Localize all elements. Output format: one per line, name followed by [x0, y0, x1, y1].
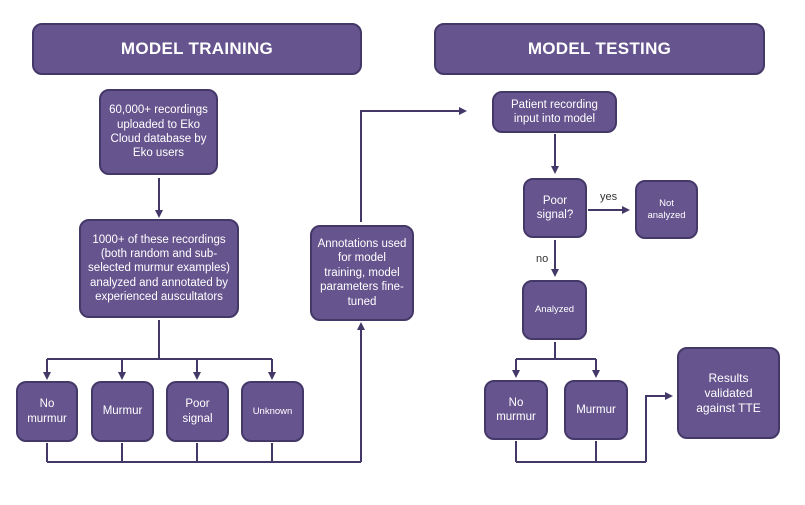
category-poor-signal: Poor signal [166, 381, 229, 442]
analyzed-box: Analyzed [522, 280, 587, 340]
annotations-used-box: Annotations used for model training, mod… [310, 225, 414, 321]
not-analyzed-box: Not analyzed [635, 180, 698, 239]
arrow-training-to-testing [360, 107, 467, 222]
arrow-to-results [645, 392, 673, 462]
model-training-header: MODEL TRAINING [32, 23, 362, 75]
outcome-murmur: Murmur [564, 380, 628, 440]
category-murmur: Murmur [91, 381, 154, 442]
patient-input-box: Patient recording input into model [492, 91, 617, 133]
annotate-box: 1000+ of these recordings (both random a… [79, 219, 239, 318]
results-box: Results validated against TTE [677, 347, 780, 439]
yes-label: yes [600, 191, 618, 203]
upload-box: 60,000+ recordings uploaded to Eko Cloud… [99, 89, 218, 175]
outcome-no-murmur: No murmur [484, 380, 548, 440]
no-label: no [536, 253, 549, 265]
model-testing-header: MODEL TESTING [434, 23, 765, 75]
category-no-murmur: No murmur [16, 381, 78, 442]
poor-signal-decision: Poor signal? [523, 178, 587, 238]
category-unknown: Unknown [241, 381, 304, 442]
